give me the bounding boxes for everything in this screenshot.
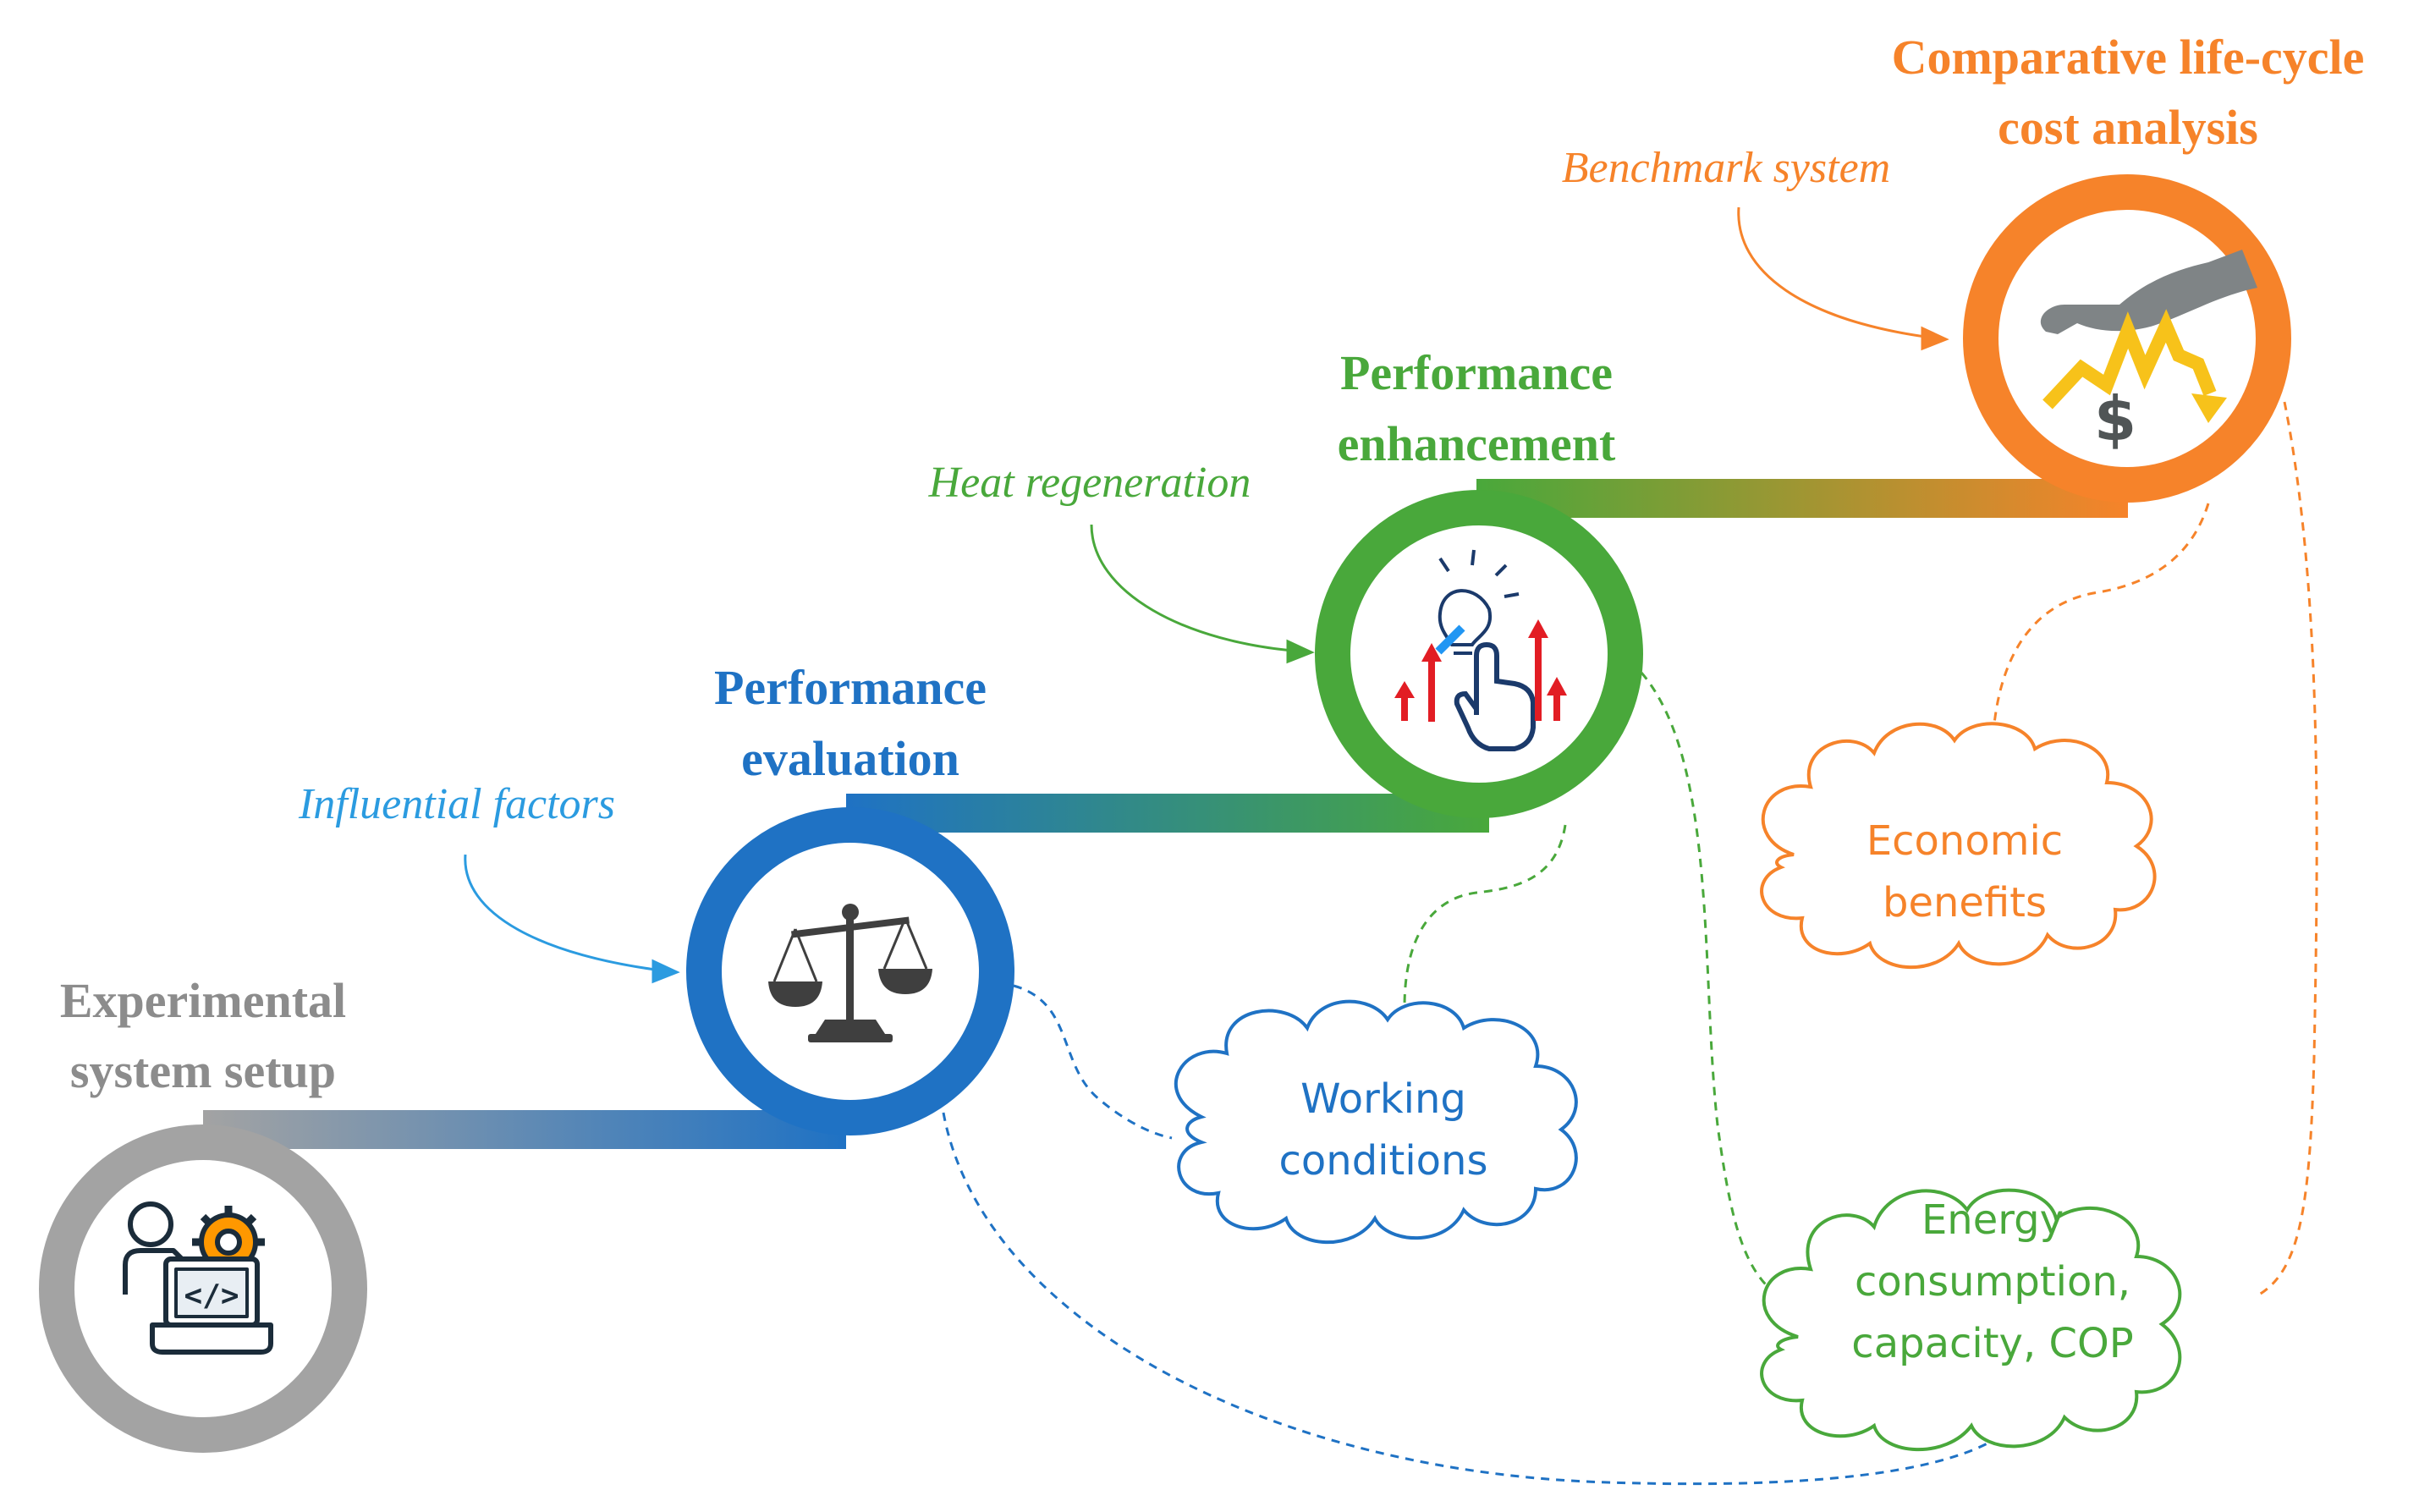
dollar-glyph: $	[2094, 383, 2136, 454]
note-benchmark-system: Benchmark system	[1562, 144, 1890, 192]
arrow-heat-regeneration	[1090, 524, 1304, 653]
connector-setup-to-evaluation	[203, 1110, 846, 1149]
arrow-head-influential	[651, 959, 680, 984]
dashed-link-cost-energy	[2258, 401, 2318, 1296]
cloud-energy-line1: Energy	[1921, 1196, 2064, 1244]
stage-title-enhancement-line2: enhancement	[1338, 416, 1616, 471]
stage-title-setup-line1: Experimental	[60, 973, 346, 1028]
arrow-head-heat	[1286, 639, 1315, 664]
stage-title-enhancement-line1: Performance	[1340, 345, 1613, 400]
cloud-energy-line2: consumption,	[1855, 1258, 2130, 1306]
stage-title-evaluation-line2: evaluation	[741, 731, 959, 786]
connector-evaluation-to-enhancement	[846, 794, 1489, 833]
cloud-working-conditions	[1174, 999, 1578, 1245]
arrow-head-benchmark	[1921, 326, 1949, 351]
stage-title-cost-line2: cost analysis	[1998, 100, 2258, 155]
cloud-economic-benefits	[1760, 722, 2157, 970]
dashed-link-enhancement-working	[1403, 824, 1567, 1008]
stage-title-evaluation-line1: Performance	[714, 660, 987, 715]
arrow-benchmark	[1737, 206, 1938, 340]
cloud-working-line2: conditions	[1279, 1137, 1488, 1185]
cloud-economic-line2: benefits	[1883, 879, 2047, 926]
note-influential-factors: Influential factors	[298, 780, 615, 828]
hand-dollar-chart-icon: $	[2040, 250, 2257, 454]
cloud-economic-line1: Economic	[1866, 817, 2063, 865]
cloud-energy-consumption	[1760, 1188, 2182, 1452]
cloud-working-line1: Working	[1300, 1075, 1466, 1123]
connector-enhancement-to-cost	[1476, 479, 2128, 518]
note-heat-regeneration: Heat regeneration	[928, 459, 1251, 507]
lightbulb-hand-arrows-icon	[1394, 549, 1567, 751]
dashed-link-enhancement-energy	[1640, 672, 1778, 1296]
arrow-influential-factors	[464, 854, 669, 973]
dashed-link-evaluation-energy	[942, 1112, 2020, 1486]
dashed-link-cost-economic	[1991, 503, 2210, 745]
code-glyph: </>	[184, 1278, 239, 1313]
dashed-link-evaluation-working	[1013, 984, 1173, 1140]
stage-title-setup-line2: system setup	[70, 1043, 336, 1098]
stage-title-cost-line1: Comparative life-cycle	[1892, 30, 2365, 85]
balance-scale-icon	[768, 904, 932, 1042]
user-laptop-gear-icon: </>	[123, 1201, 273, 1355]
cloud-energy-line3: capacity, COP	[1851, 1320, 2133, 1367]
